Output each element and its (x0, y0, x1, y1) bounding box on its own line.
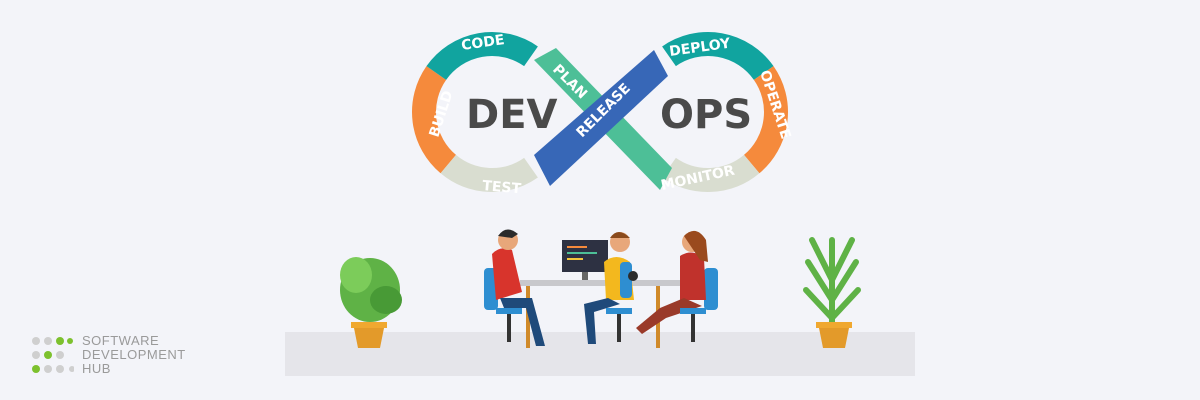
desk (520, 240, 680, 348)
ops-label: OPS (660, 92, 752, 138)
stage-code: CODE (460, 32, 505, 54)
test-segment (440, 154, 538, 192)
monitor-segment (662, 154, 760, 192)
logo-mark-icon (32, 337, 74, 373)
person-middle (584, 232, 638, 344)
crossing-bands (534, 48, 672, 190)
code-segment (426, 32, 538, 81)
deploy-segment (662, 32, 774, 81)
plant-left (340, 257, 402, 348)
dev-label: DEV (466, 92, 558, 138)
logo-line1: SOFTWARE (82, 333, 160, 348)
operate-segment (743, 66, 788, 174)
stage-test: TEST (482, 178, 522, 197)
floor (285, 332, 915, 376)
logo-line2: DEVELOPMENT (82, 347, 186, 362)
logo-line3: HUB (82, 361, 111, 376)
software-development-hub-logo: SOFTWARE DEVELOPMENT HUB (30, 334, 186, 376)
build-segment (412, 66, 457, 174)
devops-infinity-loop (412, 32, 788, 192)
person-right (636, 230, 718, 342)
plant-right (803, 237, 861, 348)
release-band (534, 50, 668, 186)
person-left (484, 229, 545, 346)
